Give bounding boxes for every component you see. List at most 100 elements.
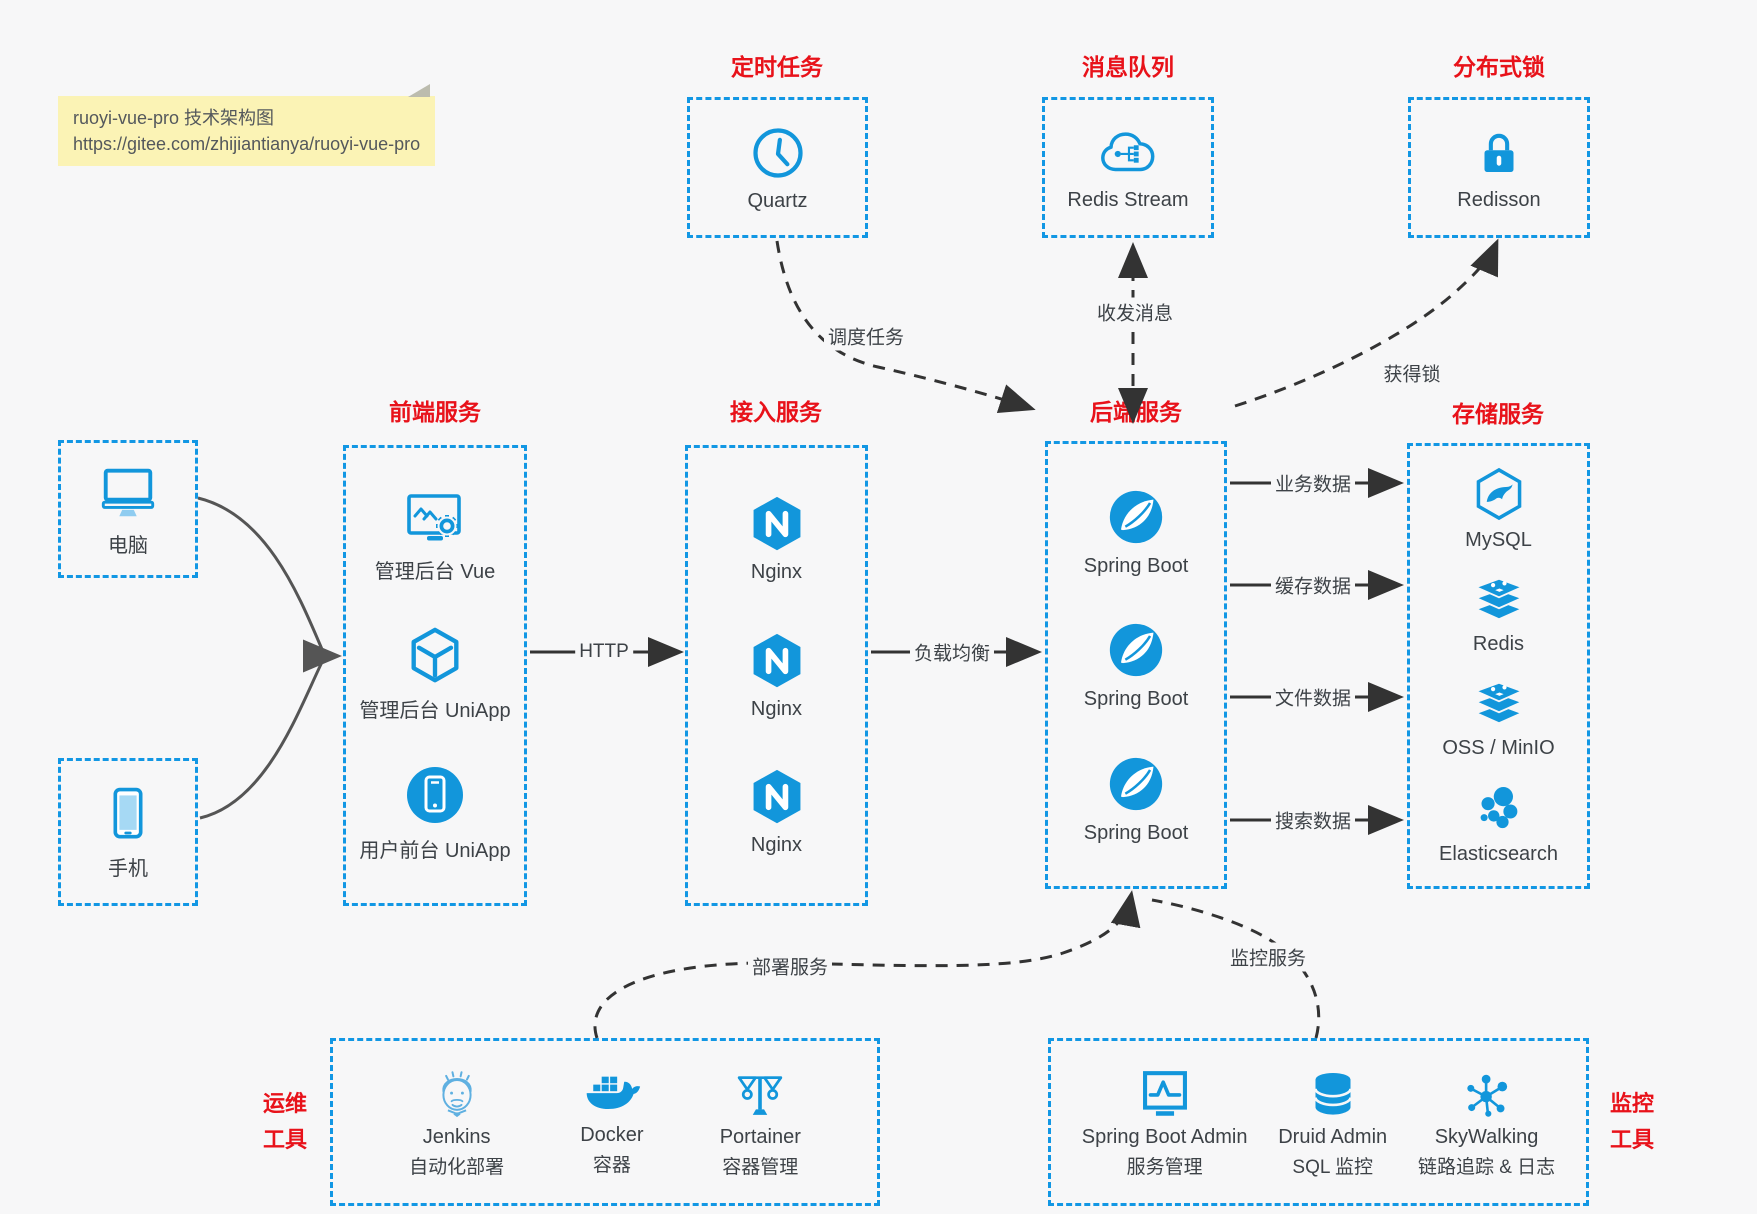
edge-label-load-balance: 负载均衡 <box>909 637 995 667</box>
spring-boot-icon <box>1109 490 1163 543</box>
spring-boot-icon <box>1109 623 1163 677</box>
phone-icon <box>113 787 143 839</box>
note-title: ruoyi-vue-pro 技术架构图 <box>73 108 275 128</box>
note-url: https://gitee.com/zhijiantianya/ruoyi-vu… <box>73 134 421 154</box>
elasticsearch-label: Elasticsearch <box>1439 843 1558 865</box>
monitoring-title-line1: 监控 <box>1609 1091 1654 1116</box>
elasticsearch-item: Elasticsearch <box>1439 780 1558 866</box>
mobile-item: 手机 <box>99 783 157 881</box>
scales-icon <box>738 1076 783 1115</box>
edge-deploy-service <box>593 890 1141 1039</box>
monitoring-title-line2: 工具 <box>1609 1127 1654 1152</box>
jenkins-name: Jenkins <box>422 1126 491 1148</box>
nginx-item: Nginx <box>747 767 807 857</box>
edge-label-file-data: 文件数据 <box>1270 682 1356 712</box>
group-title-gateway: 接入服务 <box>730 399 822 425</box>
nginx-label: Nginx <box>750 833 803 856</box>
jenkins-icon <box>442 1071 472 1118</box>
druid-admin-name: Druid Admin <box>1278 1126 1388 1148</box>
group-title-mq: 消息队列 <box>1082 54 1174 80</box>
docker-name: Docker <box>580 1124 644 1146</box>
gateway-box: Nginx Nginx Nginx <box>685 445 868 906</box>
portainer-name: Portainer <box>719 1126 801 1148</box>
jenkins-item: Jenkins 自动化部署 <box>409 1065 504 1179</box>
group-title-lock: 分布式锁 <box>1453 54 1545 80</box>
redis-item: Redis <box>1472 572 1526 656</box>
desktop-icon <box>101 468 155 517</box>
admin-vue-label: 管理后台 Vue <box>374 561 496 584</box>
database-icon <box>1313 1073 1352 1115</box>
oss-icon <box>1474 681 1523 725</box>
redisson-item: Redisson <box>1457 124 1541 212</box>
edge-label-message: 收发消息 <box>1092 297 1178 327</box>
mysql-icon <box>1476 467 1521 521</box>
nginx-icon <box>753 633 800 687</box>
monitor-pulse-icon <box>1142 1071 1187 1116</box>
redis-stream-label: Redis Stream <box>1067 188 1189 211</box>
edge-label-deploy: 部署服务 <box>747 951 833 981</box>
lock-box: Redisson <box>1408 97 1590 238</box>
oss-item: OSS / MinIO <box>1442 676 1555 760</box>
nginx-item: Nginx <box>747 631 807 721</box>
clock-icon <box>752 127 803 178</box>
skywalking-desc: 链路追踪 & 日志 <box>1417 1157 1556 1178</box>
client-pc-box: 电脑 <box>58 440 198 578</box>
edge-label-business-data: 业务数据 <box>1270 468 1356 498</box>
group-title-backend: 后端服务 <box>1090 399 1182 425</box>
edge-mobile-to-frontend <box>199 657 326 820</box>
monitoring-box: Spring Boot Admin 服务管理 Druid Admin SQL 监… <box>1048 1038 1589 1206</box>
backend-box: Spring Boot Spring Boot Spring Boot <box>1045 441 1227 889</box>
group-title-frontend: 前端服务 <box>389 399 481 425</box>
group-title-monitoring: 监控 工具 <box>1602 1086 1662 1158</box>
spring-boot-item: Spring Boot <box>1083 486 1189 578</box>
quartz-label: Quartz <box>747 189 808 212</box>
spring-boot-admin-name: Spring Boot Admin <box>1081 1126 1248 1148</box>
jenkins-desc: 自动化部署 <box>409 1157 505 1178</box>
user-uniapp-label: 用户前台 UniApp <box>359 839 511 862</box>
nginx-icon <box>753 769 800 823</box>
portainer-item: Portainer 容器管理 <box>720 1065 801 1179</box>
skywalking-item: SkyWalking 链路追踪 & 日志 <box>1418 1065 1555 1179</box>
spring-boot-admin-item: Spring Boot Admin 服务管理 <box>1081 1065 1248 1179</box>
redisson-label: Redisson <box>1457 188 1541 211</box>
nginx-item: Nginx <box>747 494 807 584</box>
scheduler-box: Quartz <box>687 97 868 238</box>
group-title-storage: 存储服务 <box>1452 401 1544 427</box>
edge-label-http: HTTP <box>575 640 633 664</box>
mobile-label: 手机 <box>108 858 148 880</box>
admin-uniapp-label: 管理后台 UniApp <box>359 699 511 722</box>
mysql-label: MySQL <box>1465 529 1532 551</box>
spring-boot-item: Spring Boot <box>1083 753 1189 845</box>
ops-title-line1: 运维 <box>262 1091 307 1116</box>
spring-boot-label: Spring Boot <box>1083 821 1189 844</box>
spring-boot-label: Spring Boot <box>1083 554 1189 577</box>
portainer-desc: 容器管理 <box>722 1157 799 1178</box>
lock-icon <box>1484 133 1514 172</box>
quartz-item: Quartz <box>747 123 808 213</box>
pc-item: 电脑 <box>97 460 159 558</box>
group-title-ops: 运维 工具 <box>255 1086 315 1158</box>
nginx-label: Nginx <box>750 697 803 720</box>
druid-admin-item: Druid Admin SQL 监控 <box>1278 1065 1387 1179</box>
nginx-icon <box>753 497 800 551</box>
redis-label: Redis <box>1472 633 1525 655</box>
spring-boot-icon <box>1109 757 1163 810</box>
mysql-item: MySQL <box>1465 466 1532 552</box>
admin-uniapp-item: 管理后台 UniApp <box>359 625 511 723</box>
edge-label-acquire-lock: 获得锁 <box>1379 358 1445 388</box>
redis-icon <box>1474 577 1523 621</box>
cloud-share-icon <box>1101 131 1155 171</box>
sticky-note: ruoyi-vue-pro 技术架构图 https://gitee.com/zh… <box>58 84 436 166</box>
ops-title-line2: 工具 <box>262 1127 307 1152</box>
network-nodes-icon <box>1466 1074 1507 1117</box>
edge-label-cache-data: 缓存数据 <box>1270 570 1356 600</box>
nginx-label: Nginx <box>750 561 803 584</box>
oss-label: OSS / MinIO <box>1442 737 1555 759</box>
edge-label-search-data: 搜索数据 <box>1270 805 1356 835</box>
edge-pc-to-frontend <box>197 496 326 655</box>
storage-box: MySQL Redis <box>1407 443 1590 889</box>
ops-box: Jenkins 自动化部署 Docker 容器 <box>330 1038 880 1206</box>
gear-icon <box>436 515 458 538</box>
redis-stream-item: Redis Stream <box>1067 124 1189 212</box>
admin-vue-icon <box>407 494 461 541</box>
